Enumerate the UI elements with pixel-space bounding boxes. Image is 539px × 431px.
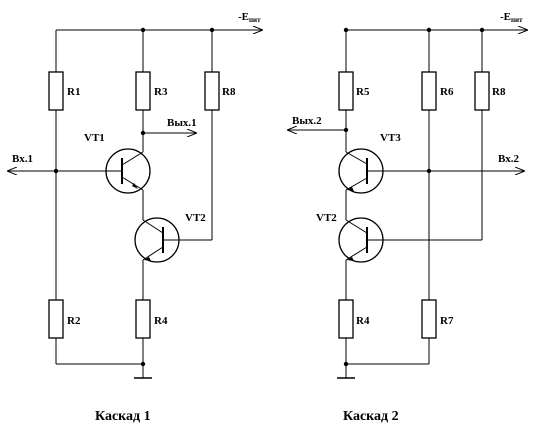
transistor-vt3-label: VT3 <box>380 132 401 144</box>
transistor-vt2 <box>134 217 181 263</box>
resistor-r6 <box>421 71 437 111</box>
input-label-1: Вх.1 <box>12 153 33 165</box>
resistor-r8-label: R8 <box>222 86 236 98</box>
resistor-r1 <box>48 71 64 111</box>
caption-cascade-2: Каскад 2 <box>343 409 399 424</box>
resistor-r8-cascade-2 <box>474 71 490 111</box>
resistor-r5 <box>338 71 354 111</box>
output-label-2: Вых.2 <box>292 115 322 127</box>
cascade-2: -Eпит R5 Вых.2 VT3 Вх.2 <box>288 11 527 424</box>
resistor-r4-label: R4 <box>154 315 168 327</box>
resistor-r4 <box>135 299 151 339</box>
transistor-vt1-label: VT1 <box>84 132 105 144</box>
resistor-r6-label: R6 <box>440 86 454 98</box>
transistor-vt3 <box>338 148 384 194</box>
resistor-r3 <box>135 71 151 111</box>
resistor-r8-cascade-2-label: R8 <box>492 86 506 98</box>
transistor-vt1 <box>105 148 151 194</box>
output-label-1: Вых.1 <box>167 117 197 129</box>
supply-label-2: -Eпит <box>500 11 523 24</box>
resistor-r7 <box>421 299 437 339</box>
resistor-r3-label: R3 <box>154 86 168 98</box>
transistor-vt2-label: VT2 <box>185 212 206 224</box>
resistor-r4-cascade-2 <box>338 299 354 339</box>
resistor-r5-label: R5 <box>356 86 370 98</box>
cascade-1: -Eпит R1 R2 Вх.1 R3 Вых.1 <box>8 11 262 424</box>
resistor-r2 <box>48 299 64 339</box>
transistor-vt2-cascade-2 <box>338 217 384 263</box>
transistor-vt2-cascade-2-label: VT2 <box>316 212 337 224</box>
resistor-r2-label: R2 <box>67 315 81 327</box>
resistor-r1-label: R1 <box>67 86 80 98</box>
junction <box>140 361 146 367</box>
input-label-2: Вх.2 <box>498 153 519 165</box>
caption-cascade-1: Каскад 1 <box>95 409 151 424</box>
supply-label-1: -Eпит <box>238 11 261 24</box>
resistor-r8 <box>204 71 220 111</box>
resistor-r7-label: R7 <box>440 315 454 327</box>
resistor-r4-cascade-2-label: R4 <box>356 315 370 327</box>
